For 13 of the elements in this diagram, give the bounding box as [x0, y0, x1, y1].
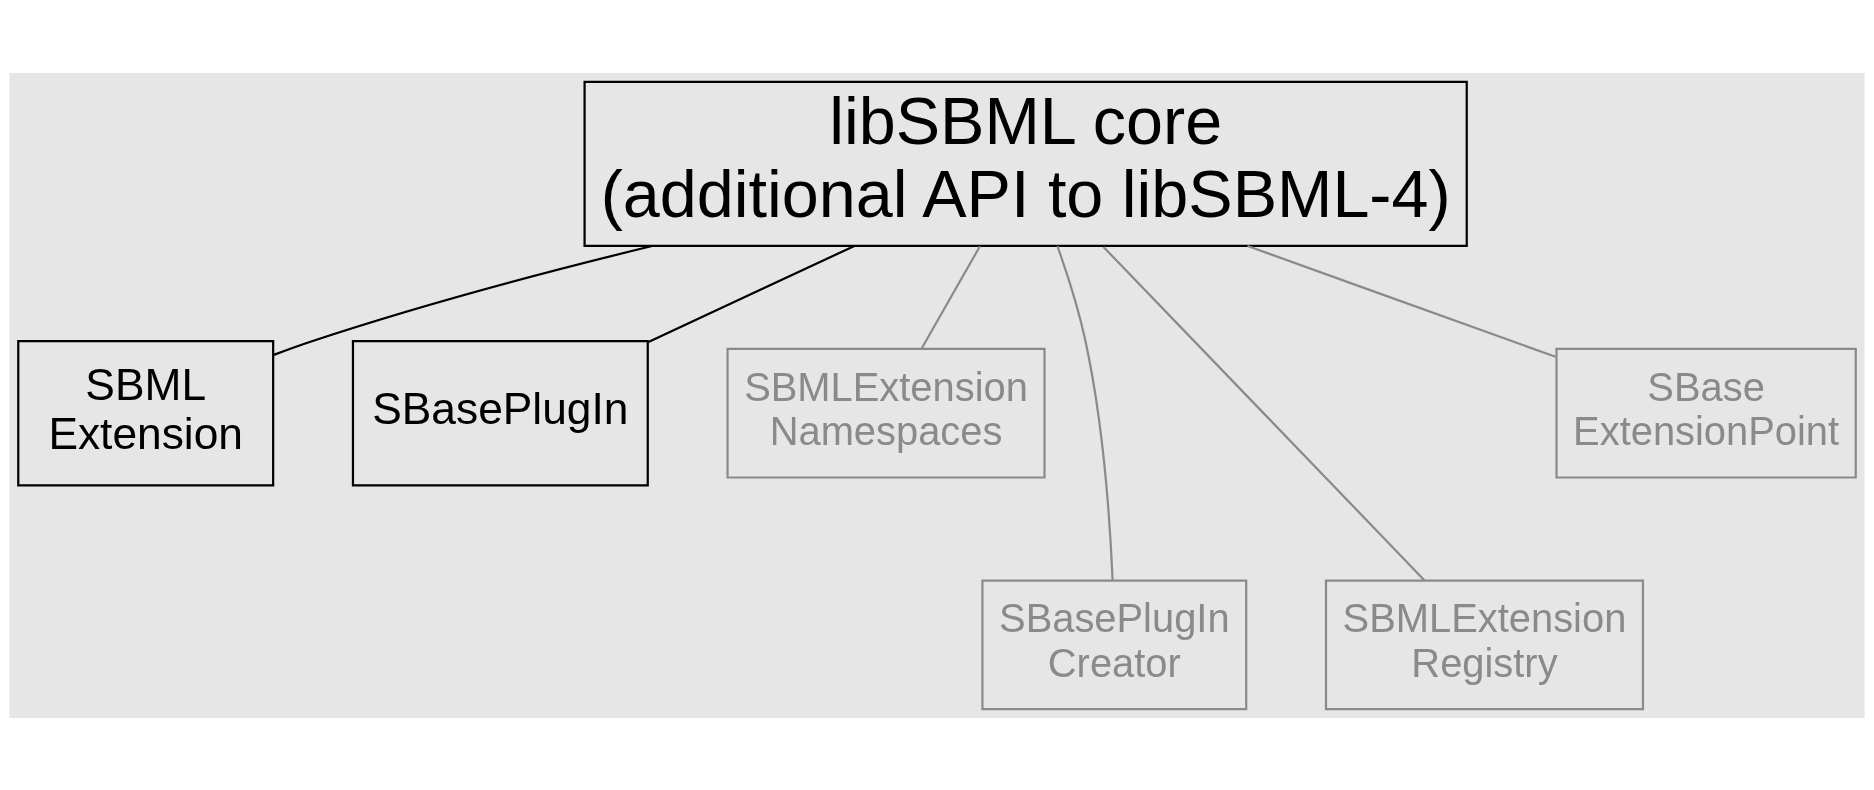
node-box: SBMLExtension Namespaces — [726, 347, 1046, 479]
connector — [1056, 245, 1114, 580]
node-box: SBasePlugIn Creator — [981, 578, 1248, 710]
connector — [648, 244, 855, 343]
node-box: libSBML core (additional API to libSBML-4) — [583, 80, 1468, 247]
node-box: SBML Extension — [17, 339, 275, 486]
connector — [1102, 245, 1426, 581]
node-box: SBMLExtension Registry — [1324, 578, 1645, 710]
connector — [1247, 244, 1556, 358]
connector — [273, 244, 653, 356]
node-box: SBasePlugIn — [351, 339, 649, 486]
connector — [920, 245, 981, 349]
node-box: SBase ExtensionPoint — [1555, 347, 1857, 479]
